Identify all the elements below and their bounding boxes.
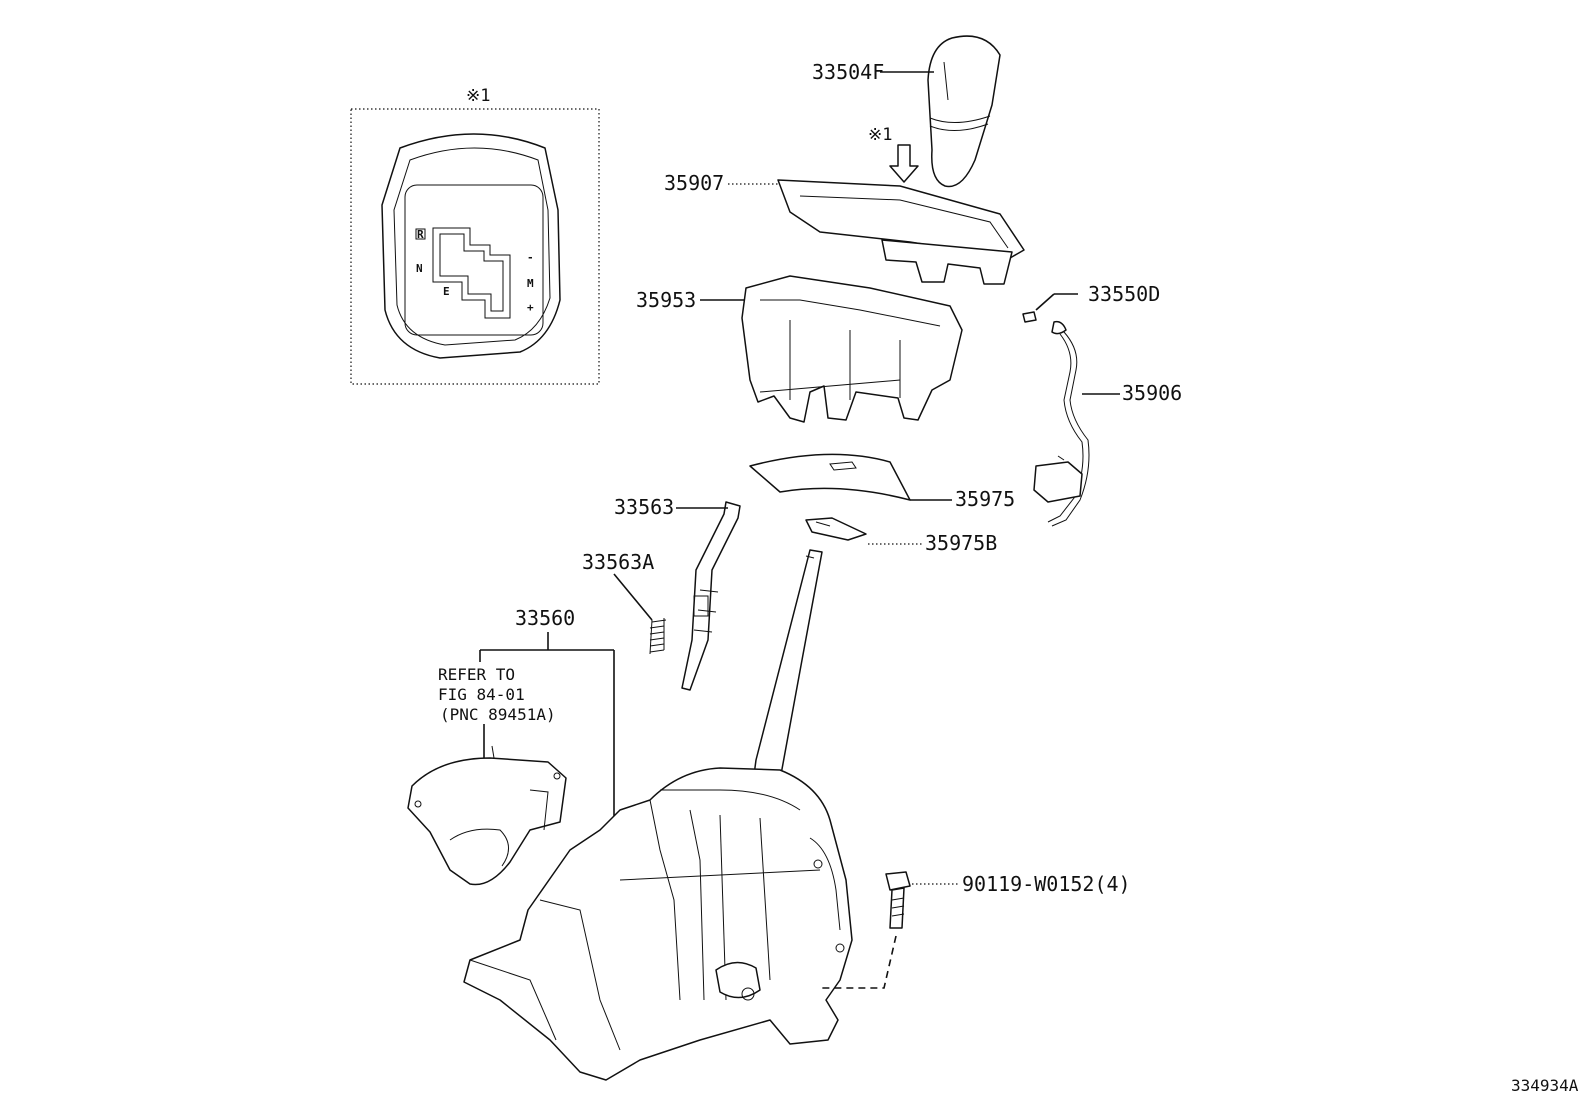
shift-lock-actuator [407,745,567,886]
detail-marker-label: ※1 [466,86,490,106]
gate-label-m: M [527,277,534,290]
label-33504F: 33504F [812,60,884,84]
label-33563A: 33563A [582,550,654,574]
ref-note-line3: (PNC 89451A) [440,705,556,724]
shift-lever-rod [751,549,823,791]
label-35906: 35906 [1122,381,1182,405]
gate-label-e: E [443,285,450,298]
shift-lever-assembly [463,767,853,1081]
gate-label-minus: - [527,251,534,264]
gate-label-r: R [417,228,424,241]
indicator-bulb [1022,311,1037,323]
slide-cover [749,453,911,501]
arrow-down-icon [889,144,919,183]
spring [649,618,667,655]
label-35953: 35953 [636,288,696,312]
shift-knob [927,35,1001,188]
shift-gate-slot-outer [432,227,511,319]
label-33550D: 33550D [1088,282,1160,306]
label-35907: 35907 [664,171,724,195]
shift-bezel-inner [393,147,551,346]
indicator-housing [741,275,963,423]
ref-note-line2: FIG 84-01 [438,685,525,704]
figure-number: 334934A [1511,1076,1579,1095]
label-35975B: 35975B [925,531,997,555]
gate-r-box [415,228,426,240]
label-33560: 33560 [515,606,575,630]
arrow-marker-label: ※1 [868,125,892,145]
label-35975: 35975 [955,487,1015,511]
gate-label-n: N [416,262,423,275]
lock-rod [681,501,741,691]
bolt [885,871,911,929]
ref-note-line1: REFER TO [438,665,515,684]
gate-label-plus: + [527,301,534,314]
shift-gate-panel [404,184,544,336]
wire-harness [1033,320,1090,527]
shift-gate-slot-inner [439,233,504,312]
label-33563: 33563 [614,495,674,519]
shift-bezel-part [777,179,1025,285]
shift-bezel-outer [381,133,561,359]
cover-plate [805,517,867,541]
label-90119: 90119-W0152(4) [962,872,1131,896]
detail-inset: ※1 R N E - M + [350,86,600,385]
bolt-location-dashline [820,935,897,989]
detail-frame [350,108,600,385]
